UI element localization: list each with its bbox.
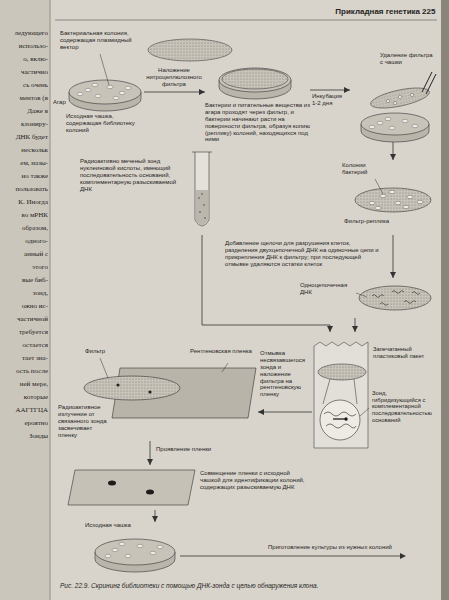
margin-text: которые bbox=[1, 394, 48, 402]
margin-text: ость после bbox=[1, 368, 48, 376]
petri-dish bbox=[69, 80, 141, 111]
arrow-label: Проявление пленки bbox=[156, 446, 236, 453]
margin-text: вые биб- bbox=[1, 277, 48, 285]
nitrocellulose-filter bbox=[148, 39, 232, 61]
margin-text: клониру- bbox=[1, 121, 48, 129]
margin-text: ДНК будет bbox=[1, 134, 48, 142]
flow-arrow bbox=[355, 318, 356, 332]
figure-label: Рентгеновская пленка bbox=[190, 348, 258, 355]
flow-arrow bbox=[393, 142, 394, 160]
figure-group: Бактерии и питательные вещества из агара… bbox=[205, 64, 310, 146]
figure-label: Радиоактивно меченый зонд нуклеиновой ки… bbox=[80, 158, 188, 192]
figure-group: Совмещение пленки с исходной чашкой для … bbox=[65, 465, 310, 510]
test-tube bbox=[192, 152, 212, 226]
margin-text: пользовать bbox=[1, 186, 48, 194]
figure-label: Удаление фильтра с чашки bbox=[380, 52, 437, 66]
figure-label: Колонии бактерий bbox=[342, 162, 387, 176]
arrow-label: Отмывка несвязавшегося зонда и наложение… bbox=[260, 350, 310, 398]
flow-arrow bbox=[258, 412, 312, 413]
margin-text: ожно ис- bbox=[1, 303, 48, 311]
margin-text: частичной bbox=[1, 316, 48, 324]
annotation-label: Приготовление культуры из нужных колоний bbox=[268, 544, 408, 551]
margin-text: ледующего bbox=[1, 30, 48, 38]
plastic-bag bbox=[314, 342, 369, 448]
figure-label: Совмещение пленки с исходной чашкой для … bbox=[200, 470, 310, 491]
arrow-label: Добавление щелочи для разрушения клеток,… bbox=[225, 240, 383, 268]
figure-caption: Рис. 22.9. Скрининг библиотеки с помощью… bbox=[60, 582, 435, 590]
petri-dish bbox=[219, 68, 291, 99]
ssdna-filter bbox=[356, 286, 431, 310]
culture-arrow bbox=[180, 556, 400, 557]
margin-text: зонд, bbox=[1, 290, 48, 298]
annotation-label: Бактериальная колония, содержащая плазми… bbox=[60, 30, 140, 51]
facing-page bbox=[0, 0, 50, 600]
margin-text: требуется bbox=[1, 329, 48, 337]
margin-text: образом, bbox=[1, 225, 48, 233]
figure-label: Исходная чашка bbox=[85, 522, 145, 529]
flow-arrow bbox=[310, 90, 350, 91]
figure-label: Исходная чашка, содержащая библиотеку ко… bbox=[66, 113, 144, 134]
arrow-head bbox=[400, 553, 406, 559]
margin-text: ероятно bbox=[1, 420, 48, 428]
figure-group: Исходная чашка, содержащая библиотеку ко… bbox=[66, 76, 144, 140]
figure-group: Колонии бактерийФильтр-реплика bbox=[340, 160, 437, 235]
margin-text: о, вклю- bbox=[1, 56, 48, 64]
figure-group: Фильтр Рентгеновская пленкаРадиоактивное … bbox=[58, 345, 258, 441]
margin-text: ней мере, bbox=[1, 381, 48, 389]
arrow-label: Инкубация 1-2 дня bbox=[312, 93, 349, 107]
figure-label: Запечатанный пластиковый пакет bbox=[373, 346, 436, 359]
running-head: Прикладная генетика bbox=[300, 7, 420, 16]
margin-text: использо- bbox=[1, 43, 48, 51]
page-stack bbox=[441, 0, 449, 600]
page-number: 225 bbox=[422, 7, 438, 16]
margin-text: ментов (в bbox=[1, 95, 48, 103]
petri-dish bbox=[95, 539, 175, 572]
margin-text: одного- bbox=[1, 238, 48, 246]
margin-text: Даже в bbox=[1, 108, 48, 116]
figure-group: Исходная чашка bbox=[85, 522, 185, 572]
petri-dish bbox=[361, 72, 436, 142]
margin-text: сь очень bbox=[1, 82, 48, 90]
figure-group: Радиоактивно меченый зонд нуклеиновой ки… bbox=[80, 150, 215, 235]
header-rule bbox=[55, 20, 437, 21]
filter-on-film bbox=[84, 358, 256, 418]
margin-text: нескольк bbox=[1, 147, 48, 155]
margin-text: ААГТГЦА bbox=[1, 407, 48, 415]
margin-text: во мРНК bbox=[1, 212, 48, 220]
margin-text: этого bbox=[1, 264, 48, 272]
annotation-label: Агар bbox=[53, 99, 69, 106]
margin-text: К. Иногда bbox=[1, 199, 48, 207]
figure-group: Одноцепочечная ДНК bbox=[300, 278, 437, 318]
margin-text: анный с bbox=[1, 251, 48, 259]
flow-arrow bbox=[150, 441, 151, 465]
leader-line bbox=[100, 54, 109, 85]
spine bbox=[49, 0, 51, 600]
replica-filter bbox=[355, 179, 431, 212]
margin-text: частично bbox=[1, 69, 48, 77]
flow-arrow bbox=[393, 235, 394, 278]
arrow-label: Наложение нитроцеллюлозного фильтра bbox=[144, 67, 204, 88]
margin-text: тает зна- bbox=[1, 355, 48, 363]
figure-label: Одноцепочечная ДНК bbox=[300, 282, 354, 296]
margin-text: ем, назы- bbox=[1, 160, 48, 168]
figure-label: Бактерии и питательные вещества из агара… bbox=[205, 102, 310, 143]
figure-group: Запечатанный пластиковый пакетЗонд, гибр… bbox=[312, 332, 437, 450]
developed-film bbox=[68, 470, 195, 505]
margin-text: Зонды bbox=[1, 433, 48, 441]
flow-arrow bbox=[155, 510, 156, 522]
figure-label: Радиоактивное излучение от связанного зо… bbox=[58, 404, 110, 438]
figure-label: Зонд, гибридизующийся с комплементарной … bbox=[372, 390, 437, 423]
margin-text: остается bbox=[1, 342, 48, 350]
figure-label: Фильтр bbox=[85, 348, 125, 355]
figure-group: Удаление фильтра с чашки bbox=[350, 50, 437, 142]
margin-text: но также bbox=[1, 173, 48, 181]
figure-label: Фильтр-реплика bbox=[344, 218, 404, 225]
flow-arrow bbox=[144, 92, 205, 93]
